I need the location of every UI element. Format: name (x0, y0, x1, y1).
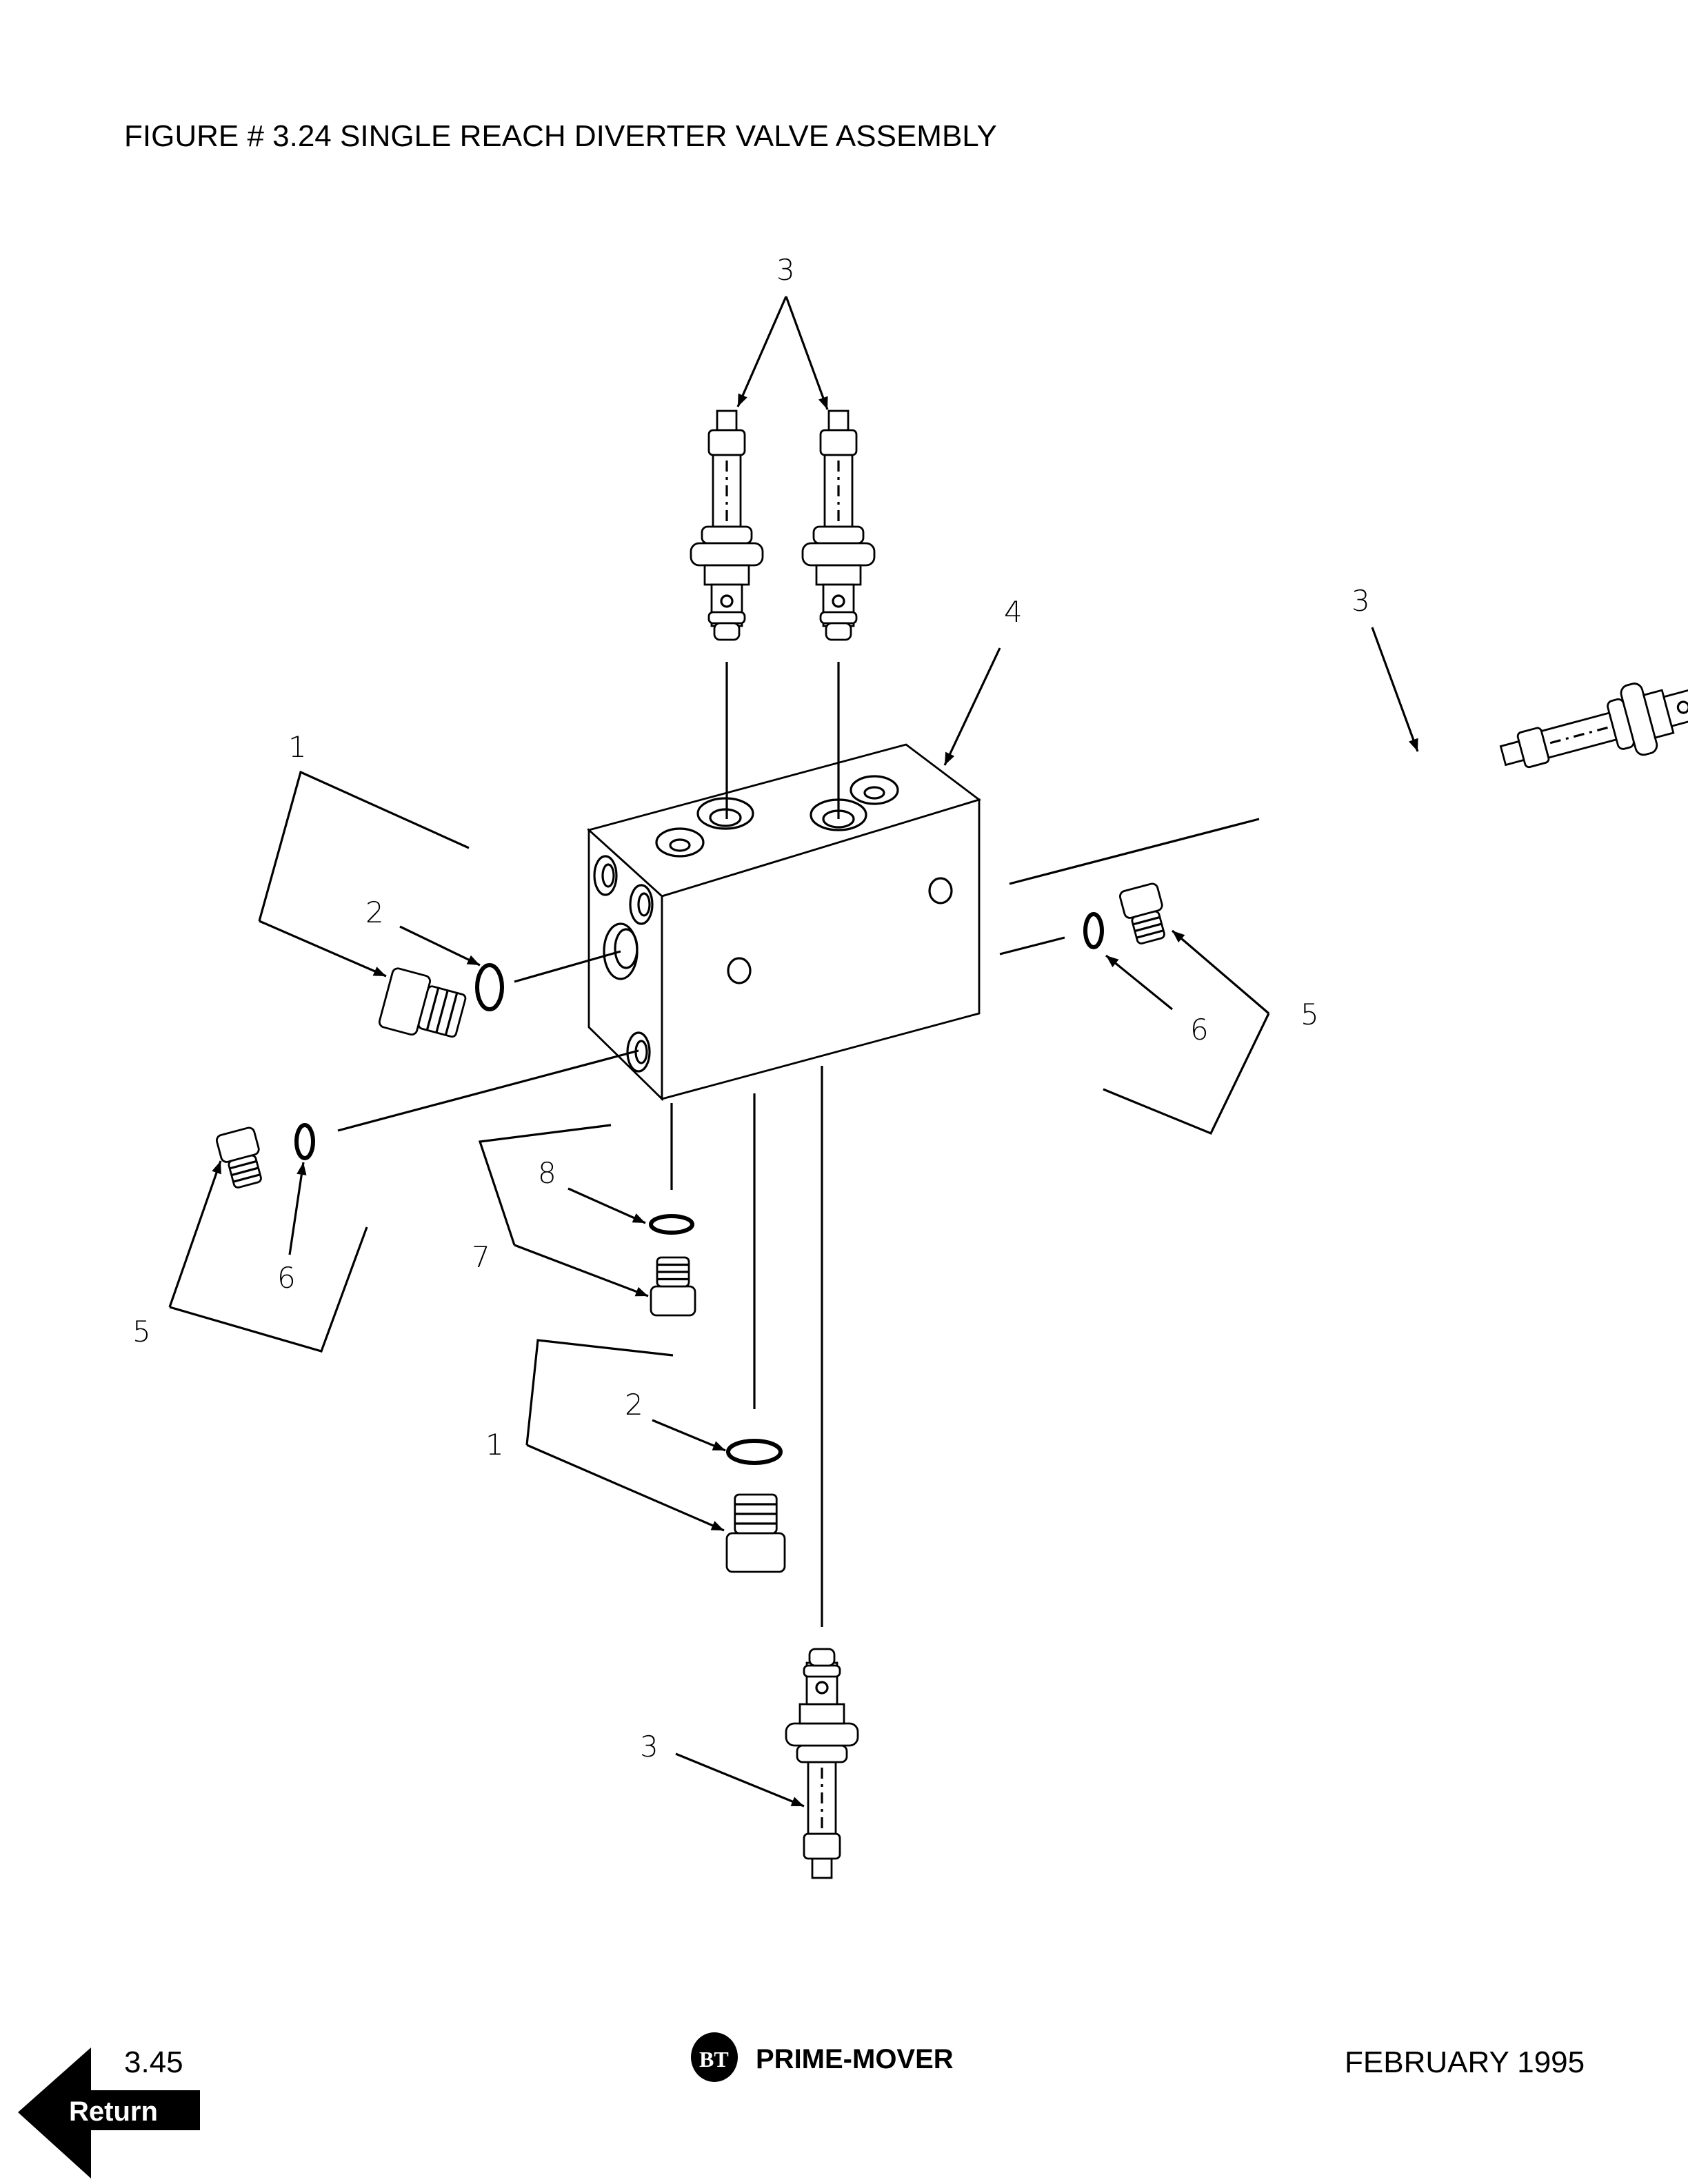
callout-2-bottom: 2 (625, 1388, 643, 1422)
prime-mover-logo: BT PRIME-MOVER (691, 2032, 954, 2082)
callout-8: 8 (538, 1156, 556, 1190)
callout-6-right: 6 (1190, 1013, 1209, 1046)
o-ring-bottom-small (649, 1214, 694, 1235)
plug-bottom-large (725, 1493, 786, 1573)
callout-3-right: 3 (1352, 584, 1370, 618)
callout-5-left: 5 (132, 1315, 151, 1348)
callout-4: 4 (1004, 595, 1023, 629)
callout-3-bottom: 3 (640, 1730, 659, 1763)
o-ring-lower-left (294, 1123, 315, 1160)
callout-5-right: 5 (1300, 998, 1319, 1031)
figure-title: FIGURE # 3.24 SINGLE REACH DIVERTER VALV… (124, 119, 997, 153)
page-number: 3.45 (124, 2045, 183, 2079)
return-arrow-icon[interactable] (18, 2048, 200, 2178)
callout-1-left: 1 (288, 730, 307, 764)
plug-lower-left (215, 1126, 262, 1189)
cartridge-valve-bottom (785, 1648, 859, 1879)
callouts: 3 3 4 1 2 5 6 5 6 8 7 2 1 3 (132, 253, 1370, 1763)
o-rings (294, 912, 1104, 1465)
callout-2-left: 2 (365, 896, 384, 929)
callout-3-top: 3 (776, 253, 795, 287)
return-label[interactable]: Return (69, 2096, 158, 2127)
logo-text: PRIME-MOVER (756, 2044, 954, 2074)
o-ring-right (1083, 912, 1104, 949)
o-ring-bottom-large (726, 1439, 783, 1465)
cartridge-valve-top-right (801, 410, 876, 641)
callout-7: 7 (472, 1240, 490, 1274)
bt-logo-letters: BT (699, 2047, 729, 2072)
cartridge-valve-top-left (690, 410, 764, 641)
manifold-block (587, 743, 982, 1102)
callout-6-left: 6 (277, 1261, 296, 1295)
callout-1-bottom: 1 (485, 1428, 504, 1462)
bt-logo-mark (691, 2032, 738, 2082)
cartridge-valve-right (1499, 682, 1688, 769)
port-holes (593, 775, 953, 1073)
leader-lines (168, 296, 1419, 1808)
plug-left (378, 967, 467, 1038)
plug-bottom-small (650, 1256, 696, 1317)
date: FEBRUARY 1995 (1345, 2045, 1585, 2079)
return-button[interactable]: Return (18, 2048, 200, 2178)
o-ring-left (475, 963, 504, 1011)
plug-right (1118, 882, 1165, 944)
